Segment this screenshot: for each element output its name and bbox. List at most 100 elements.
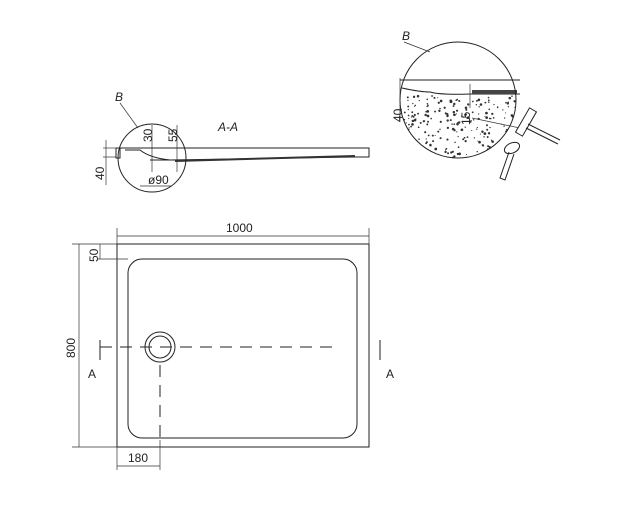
speckle-dot <box>400 129 403 132</box>
speckle-dot <box>439 128 441 131</box>
speckle-dot <box>508 135 512 139</box>
detail-b-circle <box>117 123 187 193</box>
speckle-dot <box>464 140 467 143</box>
speckle-dot <box>456 123 459 126</box>
speckle-dot <box>517 96 518 97</box>
speckle-dot <box>488 145 491 149</box>
speckle-dot <box>413 106 415 108</box>
speckle-dot <box>431 95 433 97</box>
speckle-dot <box>458 99 461 103</box>
speckle-dot <box>487 145 490 148</box>
tray-base-hatch <box>175 155 355 162</box>
speckle-dot <box>411 152 414 155</box>
speckle-dot <box>416 94 420 98</box>
speckle-dot <box>446 119 449 122</box>
speckle-dot <box>483 132 487 136</box>
drain-offset-label: 180 <box>128 451 148 465</box>
speckle-dot <box>498 146 501 149</box>
speckle-dot <box>412 141 415 144</box>
section-title: A-A <box>217 120 238 134</box>
speckle-dot <box>437 130 440 133</box>
speckle-dot <box>471 111 474 114</box>
dim-15-label: 15 <box>459 111 473 125</box>
speckle-dot <box>438 157 441 158</box>
speckle-dot <box>466 116 469 120</box>
speckle-dot <box>413 113 416 117</box>
speckle-dot <box>497 156 500 158</box>
speckle-dot <box>492 159 493 160</box>
speckle-dot <box>515 135 516 138</box>
speckle-dot <box>407 105 410 108</box>
dim-55-label: 55 <box>166 128 180 142</box>
speckle-dot <box>478 140 481 144</box>
speckle-dot <box>463 116 465 118</box>
speckle-dot <box>460 115 462 117</box>
speckle-dot <box>444 150 447 154</box>
speckle-dot <box>417 145 420 148</box>
speckle-dot <box>453 113 456 117</box>
hammer-icon <box>514 107 561 145</box>
speckle-dot <box>426 123 429 126</box>
plan-view: A A 1000 800 50 180 <box>64 221 394 470</box>
tray-basin <box>127 258 358 439</box>
speckle-dot <box>410 116 413 118</box>
speckle-dot <box>426 114 430 118</box>
speckle-dot <box>424 114 427 117</box>
speckle-dot <box>513 100 516 103</box>
speckle-dot <box>505 101 507 104</box>
speckle-dot <box>439 120 442 123</box>
speckle-dot <box>512 123 514 125</box>
speckle-dot <box>453 129 456 132</box>
speckle-dot <box>415 118 417 120</box>
speckle-dot <box>483 136 485 138</box>
speckle-dot <box>398 143 400 145</box>
speckle-dot <box>426 98 429 101</box>
speckle-dot <box>450 151 453 154</box>
speckle-dot <box>427 120 430 123</box>
speckle-dot <box>506 133 508 136</box>
anchor-bolt-icon <box>499 141 521 181</box>
speckle-dot <box>426 106 428 108</box>
speckle-dot <box>424 120 426 122</box>
speckle-dot <box>472 100 474 103</box>
speckle-dot <box>437 101 440 104</box>
speckle-dot <box>406 154 409 156</box>
speckle-dot <box>487 99 490 102</box>
speckle-dot <box>462 138 465 141</box>
dim-30-label: 30 <box>141 128 155 142</box>
speckle-dot <box>397 126 399 128</box>
speckle-dot <box>482 158 483 159</box>
detail-height-label: 40 <box>391 108 405 122</box>
speckle-dot <box>452 110 455 114</box>
speckle-dot <box>408 127 410 129</box>
tray-profile <box>116 147 370 161</box>
speckle-dot <box>427 104 429 107</box>
speckle-dot <box>473 137 476 139</box>
speckle-dot <box>488 117 491 120</box>
speckle-dot <box>455 99 457 101</box>
speckle-dot <box>466 136 469 138</box>
speckle-dot <box>491 112 494 115</box>
speckle-dot <box>449 99 453 103</box>
speckle-dot <box>467 103 470 106</box>
speckle-dot <box>426 103 429 105</box>
speckle-dot <box>511 95 513 97</box>
speckle-dot <box>477 156 480 158</box>
speckle-dot <box>507 106 510 108</box>
speckle-dot <box>439 99 443 103</box>
speckle-dot <box>412 102 414 105</box>
speckle-dot <box>411 111 414 114</box>
speckle-dot <box>446 126 450 129</box>
speckle-dot <box>478 154 480 157</box>
rim-label: 50 <box>87 248 101 262</box>
speckle-dot <box>463 136 466 139</box>
speckle-dot <box>426 110 430 113</box>
speckle-dot <box>425 110 427 113</box>
speckle-dot <box>408 144 412 148</box>
speckle-dot <box>476 126 478 129</box>
speckle-dot <box>457 135 459 138</box>
speckle-dot <box>465 153 467 155</box>
speckle-dot <box>414 104 417 107</box>
